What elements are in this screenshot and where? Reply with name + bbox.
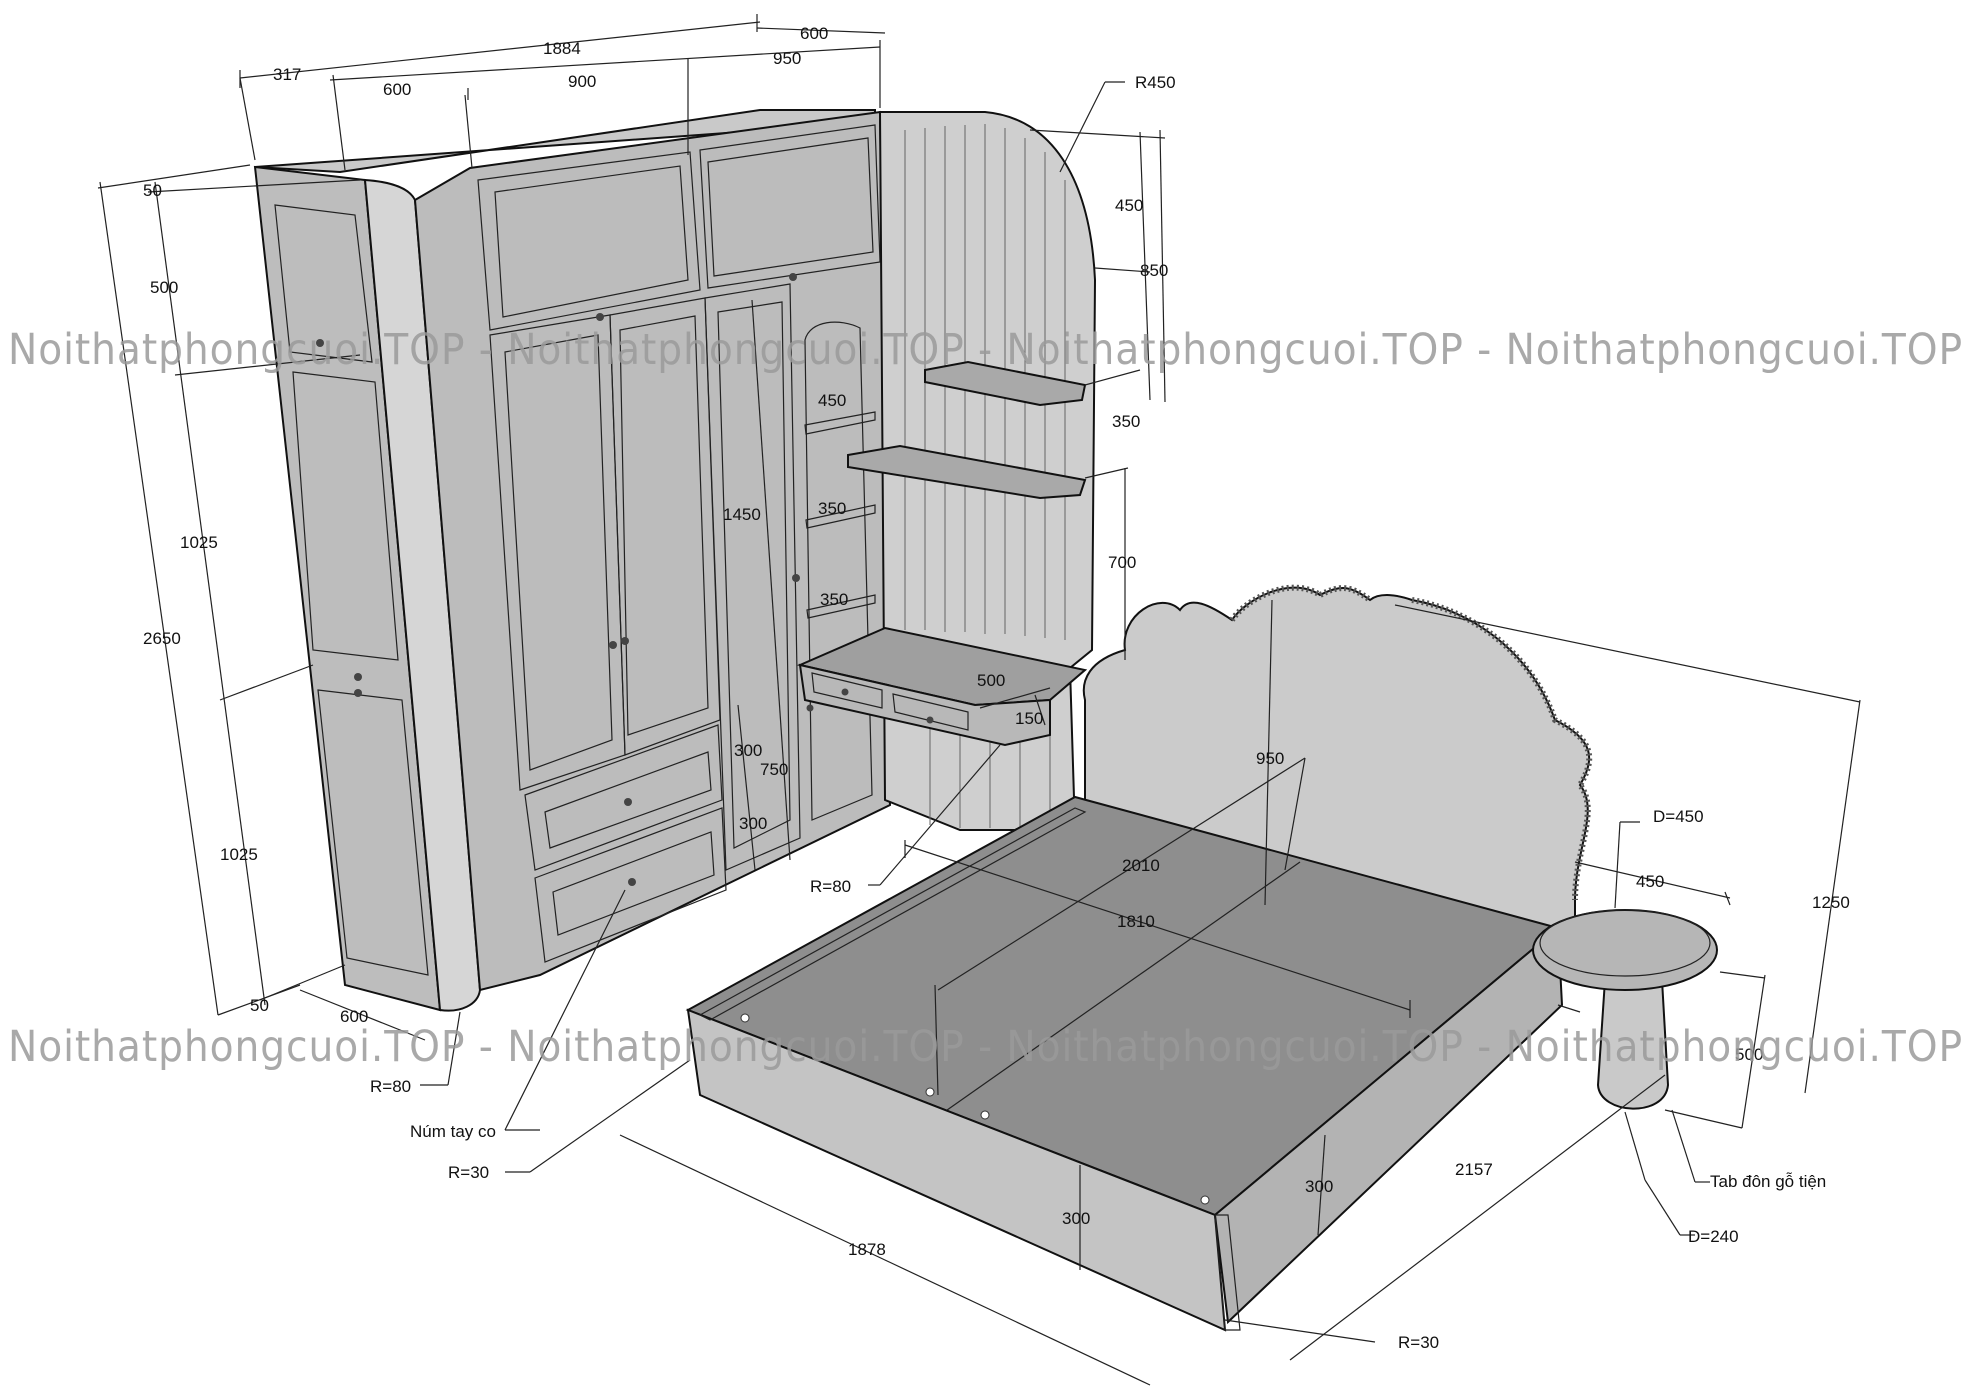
dim-350-b: 350 (820, 590, 848, 609)
dim-50-top: 50 (143, 181, 162, 200)
dim-350-a: 350 (818, 499, 846, 518)
watermarks: Noithatphongcuoi.TOP - Noithatphongcuoi.… (8, 325, 1963, 1072)
watermark-bottom: Noithatphongcuoi.TOP - Noithatphongcuoi.… (8, 1022, 1963, 1072)
dim-d450: D=450 (1653, 807, 1704, 826)
dim-2650: 2650 (143, 629, 181, 648)
dim-500: 500 (150, 278, 178, 297)
dim-1025-upper: 1025 (180, 533, 218, 552)
dim-750: 750 (760, 760, 788, 779)
dim-300-front: 300 (1062, 1209, 1090, 1228)
dim-950-headboard: 950 (1256, 749, 1284, 768)
dim-600-top-right: 600 (800, 24, 828, 43)
dim-350-shelf: 350 (1112, 412, 1140, 431)
dim-1250: 1250 (1812, 893, 1850, 912)
dim-900: 900 (568, 72, 596, 91)
dim-1878: 1878 (848, 1240, 886, 1259)
dimension-lines (97, 14, 1861, 1386)
dim-2157: 2157 (1455, 1160, 1493, 1179)
annotation-notes: R=80 R=80 Núm tay co R=30 R=30 Tab đôn g… (370, 877, 1826, 1352)
dimension-labels: 317 1884 600 600 900 950 50 500 1025 265… (143, 24, 1850, 1259)
dim-1810: 1810 (1117, 912, 1155, 931)
shelf-upper (924, 360, 1087, 407)
bed (685, 584, 1593, 1332)
dim-450-stool: 450 (1636, 872, 1664, 891)
stool (1532, 909, 1718, 1110)
dim-r450: R450 (1135, 73, 1176, 92)
dim-500-stool: 500 (1735, 1045, 1763, 1064)
bed-frame-side (1213, 925, 1564, 1325)
shelf-lower (847, 444, 1087, 500)
dim-150: 150 (1015, 709, 1043, 728)
note-knob: Núm tay co (410, 1122, 496, 1141)
dim-317: 317 (273, 65, 301, 84)
desk-unit (796, 111, 1097, 831)
wardrobe-front (413, 110, 892, 992)
dim-850: 850 (1140, 261, 1168, 280)
dim-600-top: 600 (383, 80, 411, 99)
note-r80-desk: R=80 (810, 877, 851, 896)
note-r30-left: R=30 (448, 1163, 489, 1182)
dim-300-a: 300 (734, 741, 762, 760)
dim-450-arch: 450 (1115, 196, 1143, 215)
watermark-top: Noithatphongcuoi.TOP - Noithatphongcuoi.… (8, 325, 1963, 375)
note-r80-wardrobe: R=80 (370, 1077, 411, 1096)
dim-500-desk: 500 (977, 671, 1005, 690)
dim-1884: 1884 (543, 39, 581, 58)
dim-1025-lower: 1025 (220, 845, 258, 864)
note-stool-name: Tab đôn gỗ tiện (1710, 1172, 1826, 1191)
dim-1450: 1450 (723, 505, 761, 524)
dim-2010: 2010 (1122, 856, 1160, 875)
dim-600-bottom: 600 (340, 1007, 368, 1026)
dim-300-b: 300 (739, 814, 767, 833)
dim-450-niche: 450 (818, 391, 846, 410)
dim-950: 950 (773, 49, 801, 68)
dim-300-side: 300 (1305, 1177, 1333, 1196)
wardrobe (253, 109, 892, 1012)
dim-d240: D=240 (1688, 1227, 1739, 1246)
note-r30-right: R=30 (1398, 1333, 1439, 1352)
dim-700: 700 (1108, 553, 1136, 572)
dim-50-bottom: 50 (250, 996, 269, 1015)
